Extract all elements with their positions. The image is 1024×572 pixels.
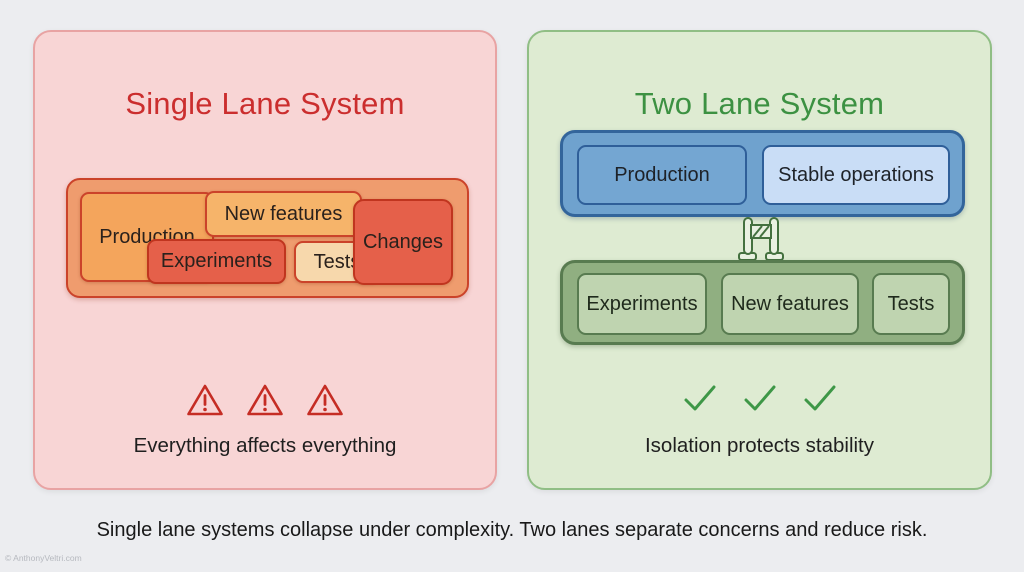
single-lane-box-experiments: Experiments — [147, 239, 286, 284]
checkmark-icon — [744, 385, 775, 411]
watermark: © AnthonyVeltri.com — [5, 553, 82, 563]
two-lane-title: Two Lane System — [634, 86, 885, 121]
box-label: Tests — [887, 292, 935, 315]
box-label: Tests — [313, 250, 361, 273]
stable-lane-container: Production Stable operations — [560, 130, 965, 217]
warning-triangle-icon — [247, 384, 283, 416]
single-lane-box-changes: Changes — [353, 199, 453, 285]
single-lane-title: Single Lane System — [125, 86, 405, 121]
box-label: Changes — [362, 230, 444, 253]
box-label: New features — [731, 292, 849, 315]
experimental-lane-container: Experiments New features Tests — [560, 260, 965, 345]
bottom-caption: Single lane systems collapse under compl… — [96, 519, 928, 541]
warning-triangle-icon — [187, 384, 223, 416]
stable-lane-box-stable-operations: Stable operations — [762, 145, 950, 205]
single-lane-panel: Single Lane System Production New featur… — [33, 30, 497, 490]
warning-icon-row — [35, 383, 495, 417]
stable-lane-box-production: Production — [577, 145, 747, 205]
box-label: Stable operations — [778, 163, 934, 186]
two-lane-message: Isolation protects stability — [644, 434, 875, 457]
experimental-lane-box-tests: Tests — [872, 273, 950, 335]
two-lane-panel: Two Lane System Production Stable operat… — [527, 30, 992, 490]
checkmark-icon — [804, 385, 835, 411]
box-label: New features — [224, 202, 343, 225]
box-label: Experiments — [160, 250, 273, 272]
single-lane-message: Everything affects everything — [133, 434, 397, 457]
experimental-lane-box-experiments: Experiments — [577, 273, 707, 335]
checkmark-icon — [684, 385, 715, 411]
barrier-icon — [738, 217, 784, 261]
single-lane-box-new-features: New features — [205, 191, 362, 237]
experimental-lane-box-new-features: New features — [721, 273, 859, 335]
warning-triangle-icon — [307, 384, 343, 416]
box-label: Experiments — [586, 292, 698, 315]
check-icon-row — [529, 383, 990, 415]
box-label: Production — [614, 163, 710, 186]
